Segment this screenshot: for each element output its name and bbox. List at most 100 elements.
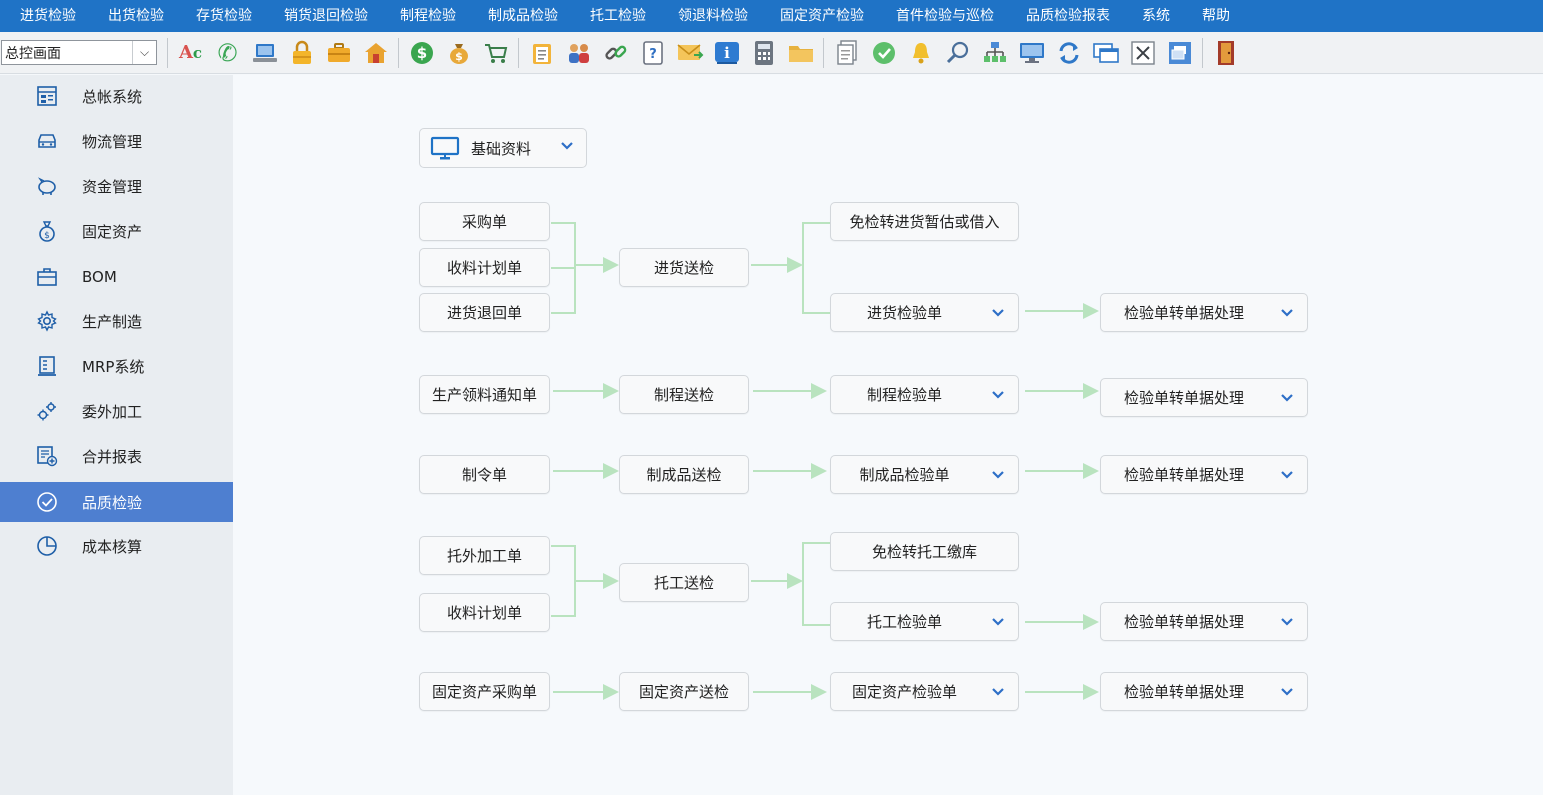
menu-material-return-inspection[interactable]: 领退料检验	[678, 8, 748, 24]
chevron-down-icon	[990, 614, 1006, 630]
purchase-order-node[interactable]: 采购单	[419, 202, 550, 241]
chevron-down-icon	[990, 387, 1006, 403]
help-doc-icon[interactable]: ?	[637, 38, 668, 69]
menu-bar: 进货检验 出货检验 存货检验 销货退回检验 制程检验 制成品检验 托工检验 领退…	[0, 0, 1543, 32]
svg-text:$: $	[44, 231, 50, 241]
sidebar-item-production[interactable]: 生产制造	[0, 301, 233, 341]
menu-inventory-inspection[interactable]: 存货检验	[196, 8, 252, 24]
finished-inspection-form-dropdown[interactable]: 制成品检验单	[830, 455, 1019, 494]
sidebar-item-logistics[interactable]: 物流管理	[0, 121, 233, 161]
dollar-icon[interactable]: $	[406, 38, 437, 69]
money-bag-icon[interactable]: $	[443, 38, 474, 69]
node-label: 生产领料通知单	[431, 386, 537, 404]
menu-fixed-asset-inspection[interactable]: 固定资产检验	[780, 8, 864, 24]
material-notice-node[interactable]: 生产领料通知单	[419, 375, 550, 414]
org-chart-icon[interactable]	[979, 38, 1010, 69]
exempt-to-receipt-node[interactable]: 免检转进货暂估或借入	[830, 202, 1019, 241]
bell-icon[interactable]	[905, 38, 936, 69]
convert-inspection-dropdown-1[interactable]: 检验单转单据处理	[1100, 293, 1308, 332]
exempt-to-outsource-stock-node[interactable]: 免检转托工缴库	[830, 532, 1019, 571]
exit-door-icon[interactable]	[1210, 38, 1241, 69]
menu-help[interactable]: 帮助	[1202, 8, 1230, 24]
menu-first-article-patrol-inspection[interactable]: 首件检验与巡检	[896, 8, 994, 24]
chevron-down-icon[interactable]: ⌵	[132, 41, 156, 64]
receipt-plan-node-2[interactable]: 收料计划单	[419, 593, 550, 632]
toolbar-separator	[1202, 38, 1203, 68]
node-label: 收料计划单	[446, 259, 522, 277]
asset-purchase-node[interactable]: 固定资产采购单	[419, 672, 550, 711]
cart-icon[interactable]	[480, 38, 511, 69]
info-icon[interactable]: i	[711, 38, 742, 69]
laptop-icon[interactable]	[249, 38, 280, 69]
home-icon[interactable]	[360, 38, 391, 69]
link-icon[interactable]	[600, 38, 631, 69]
asset-inspection-request-node[interactable]: 固定资产送检	[619, 672, 749, 711]
sidebar-item-label: 成本核算	[82, 537, 143, 556]
menu-system[interactable]: 系统	[1142, 8, 1170, 24]
phone-icon[interactable]: ✆	[217, 39, 238, 67]
outsource-inspection-form-dropdown[interactable]: 托工检验单	[830, 602, 1019, 641]
sidebar-item-bom[interactable]: BOM	[0, 257, 233, 297]
convert-inspection-dropdown-3[interactable]: 检验单转单据处理	[1100, 455, 1308, 494]
refresh-icon[interactable]	[1053, 38, 1084, 69]
sidebar-item-mrp[interactable]: MRP系统	[0, 346, 233, 386]
outsource-inspection-request-node[interactable]: 托工送检	[619, 563, 749, 602]
sidebar-item-label: 品质检验	[82, 493, 143, 512]
purchase-return-node[interactable]: 进货退回单	[419, 293, 550, 332]
menu-quality-reports[interactable]: 品质检验报表	[1026, 8, 1110, 24]
chevron-down-icon	[1279, 390, 1295, 406]
process-inspection-request-node[interactable]: 制程送检	[619, 375, 749, 414]
asset-inspection-form-dropdown[interactable]: 固定资产检验单	[830, 672, 1019, 711]
node-label: 托工送检	[653, 574, 714, 592]
process-inspection-form-dropdown[interactable]: 制程检验单	[830, 375, 1019, 414]
sidebar-item-outsourcing[interactable]: 委外加工	[0, 391, 233, 431]
mail-icon[interactable]	[674, 38, 705, 69]
svg-text:$: $	[455, 50, 463, 63]
menu-process-inspection[interactable]: 制程检验	[400, 8, 456, 24]
work-order-node[interactable]: 制令单	[419, 455, 550, 494]
folder-icon[interactable]	[785, 38, 816, 69]
sidebar-item-treasury[interactable]: 资金管理	[0, 166, 233, 206]
chevron-down-icon	[1279, 684, 1295, 700]
sidebar-item-label: 资金管理	[82, 177, 143, 196]
sidebar-item-fixed-assets[interactable]: $ 固定资产	[0, 211, 233, 251]
receipt-plan-node[interactable]: 收料计划单	[419, 248, 550, 287]
document-icon[interactable]	[831, 38, 862, 69]
search-icon[interactable]	[942, 38, 973, 69]
window-icon[interactable]	[1090, 38, 1121, 69]
menu-incoming-inspection[interactable]: 进货检验	[20, 8, 76, 24]
sidebar-item-consolidated-reports[interactable]: 合并报表	[0, 436, 233, 476]
check-circle-icon	[33, 488, 61, 516]
briefcase-icon[interactable]	[323, 38, 354, 69]
sidebar-item-quality-inspection[interactable]: 品质检验	[0, 482, 233, 522]
sidebar-item-cost-accounting[interactable]: 成本核算	[0, 526, 233, 566]
sidebar-item-label: BOM	[82, 268, 117, 286]
menu-outsource-inspection[interactable]: 托工检验	[590, 8, 646, 24]
finished-inspection-request-node[interactable]: 制成品送检	[619, 455, 749, 494]
node-label: 收料计划单	[446, 604, 522, 622]
users-icon[interactable]	[563, 38, 594, 69]
check-circle-icon[interactable]	[868, 38, 899, 69]
node-label: 检验单转单据处理	[1123, 613, 1244, 631]
incoming-inspection-request-node[interactable]: 进货送检	[619, 248, 749, 287]
close-icon[interactable]	[1127, 38, 1158, 69]
view-select[interactable]: 总控画面 ⌵	[1, 40, 157, 65]
lock-icon[interactable]	[286, 38, 317, 69]
monitor-icon[interactable]	[1016, 38, 1047, 69]
incoming-inspection-form-dropdown[interactable]: 进货检验单	[830, 293, 1019, 332]
pie-chart-icon	[33, 532, 61, 560]
menu-sales-return-inspection[interactable]: 销货退回检验	[284, 8, 368, 24]
convert-inspection-dropdown-2[interactable]: 检验单转单据处理	[1100, 378, 1308, 417]
calculator-icon[interactable]	[748, 38, 779, 69]
clipboard-icon[interactable]	[526, 38, 557, 69]
basic-info-dropdown[interactable]: 基础资料	[419, 128, 587, 168]
menu-outgoing-inspection[interactable]: 出货检验	[108, 8, 164, 24]
restore-icon[interactable]	[1164, 38, 1195, 69]
convert-inspection-dropdown-5[interactable]: 检验单转单据处理	[1100, 672, 1308, 711]
sidebar-item-general-ledger[interactable]: 总帐系统	[0, 76, 233, 116]
outsource-order-node[interactable]: 托外加工单	[419, 536, 550, 575]
menu-finished-goods-inspection[interactable]: 制成品检验	[488, 8, 558, 24]
convert-inspection-dropdown-4[interactable]: 检验单转单据处理	[1100, 602, 1308, 641]
